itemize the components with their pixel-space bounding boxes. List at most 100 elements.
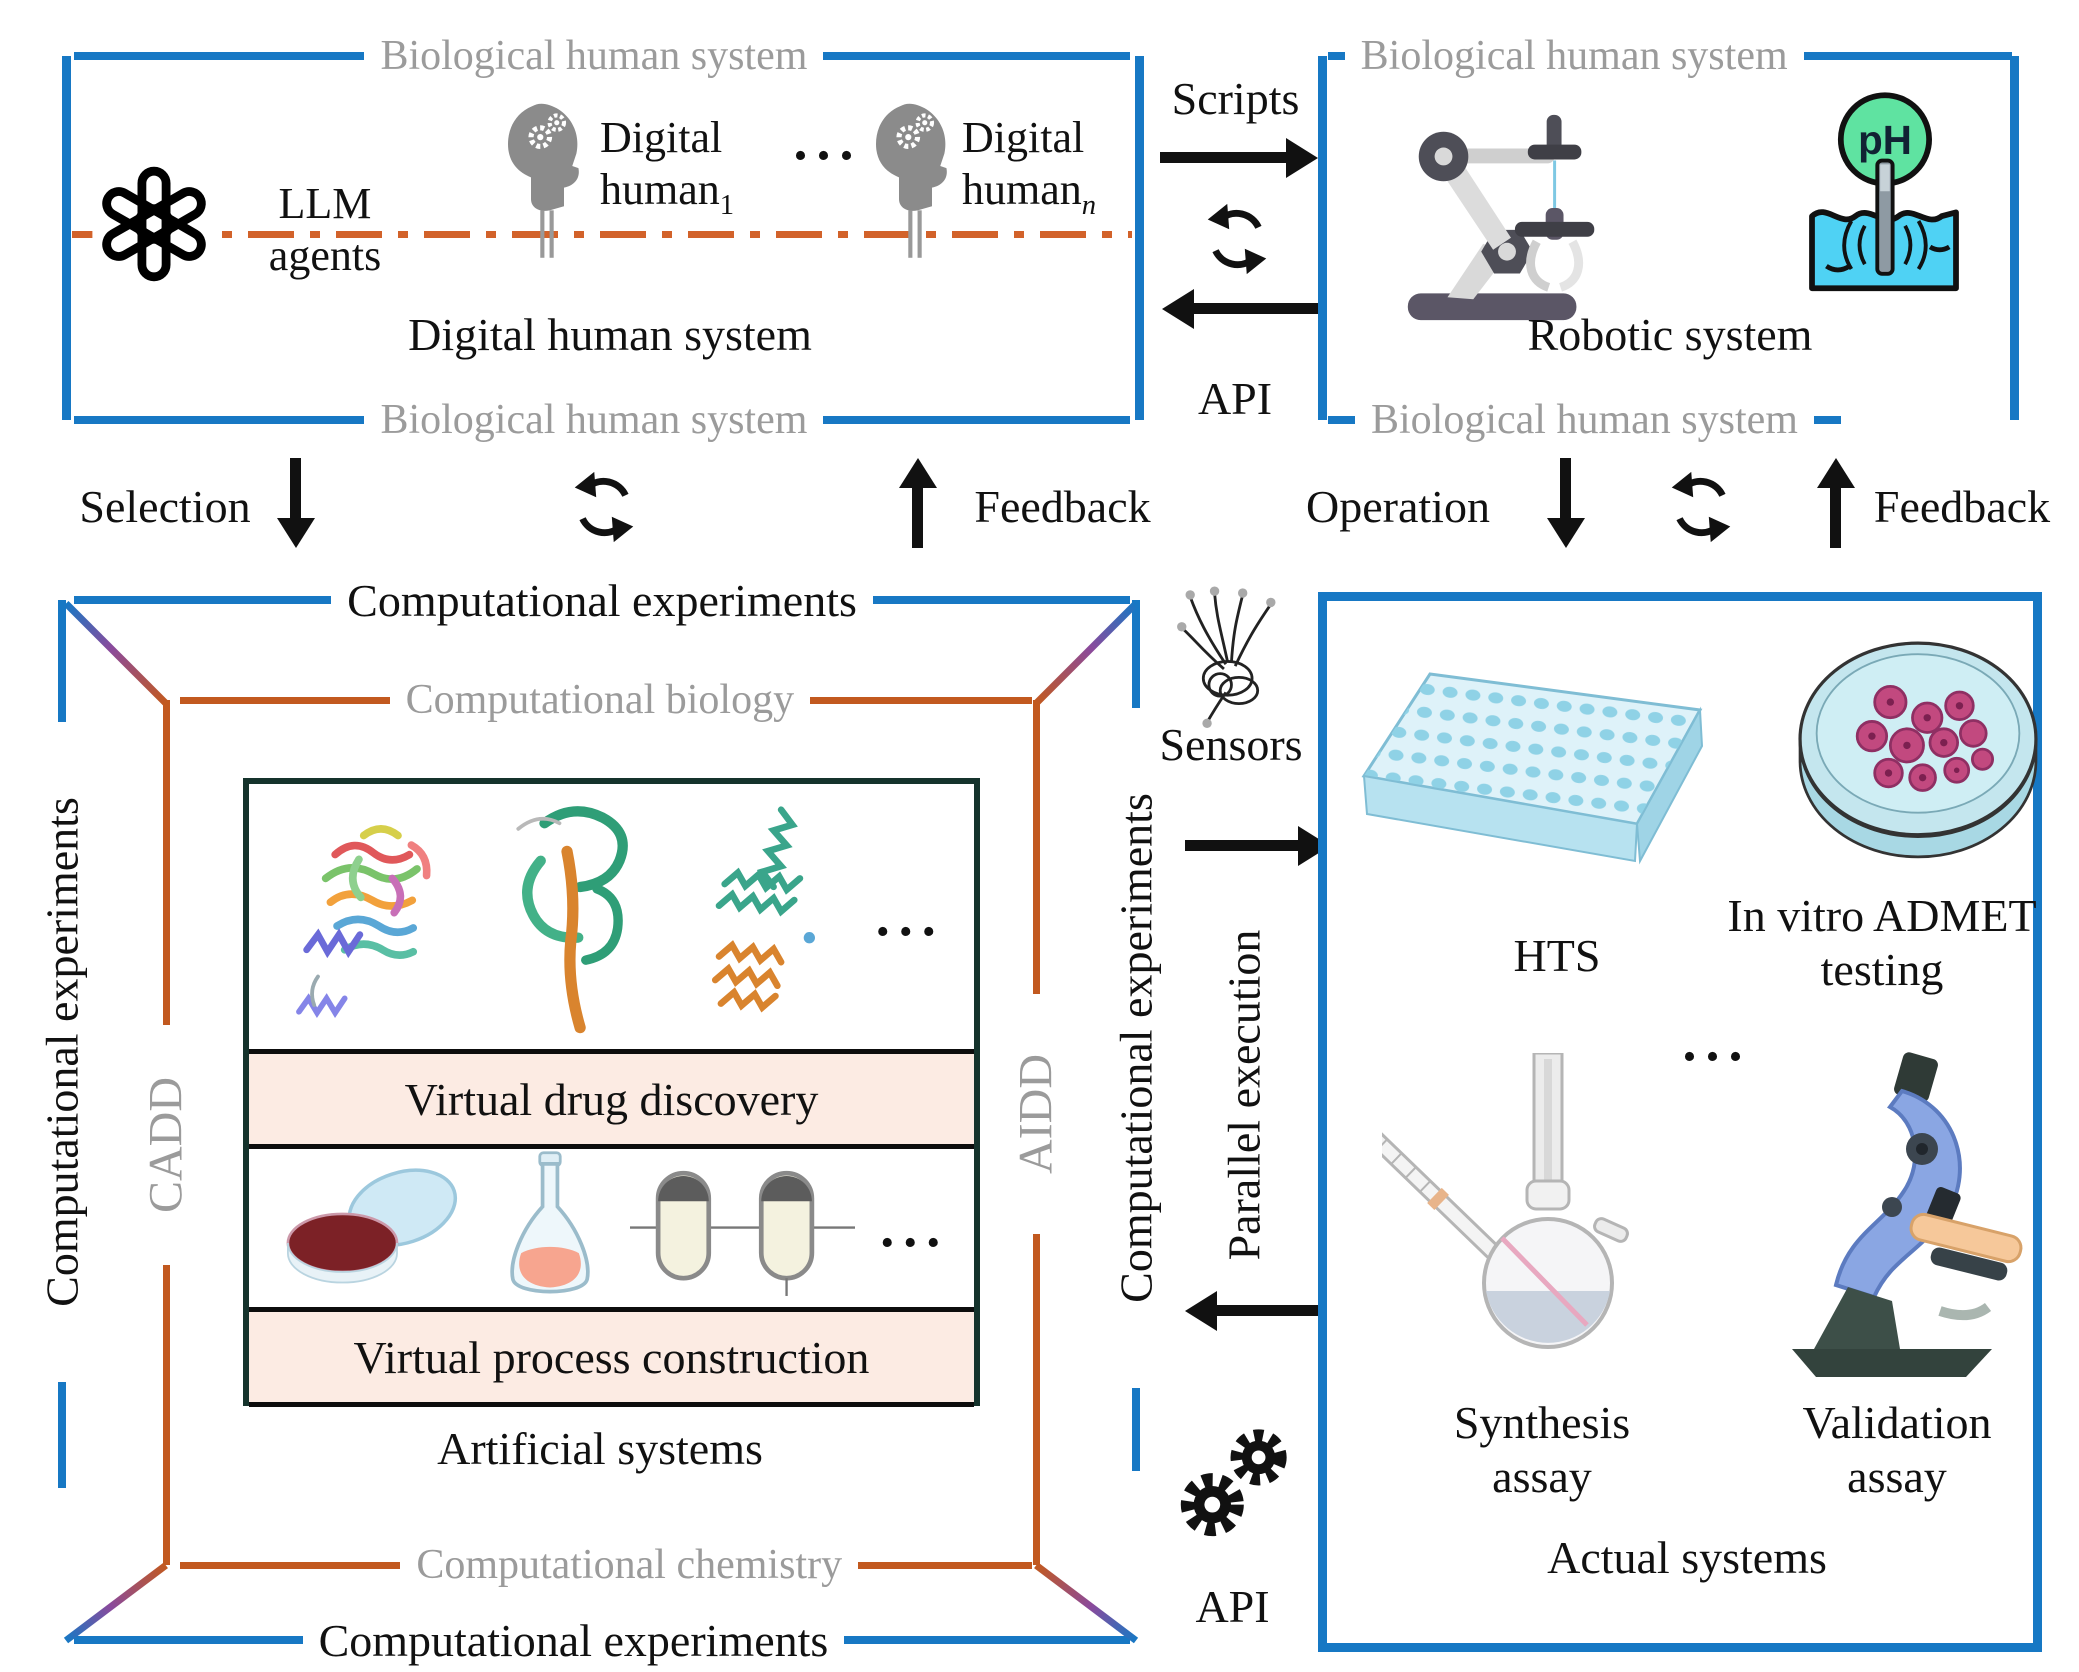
border-segment [58,1381,66,1488]
digital-human-icon [500,100,595,265]
arrow-down-icon [290,458,301,520]
border-segment [1328,52,1345,60]
actual-systems-caption: Actual systems [1547,1532,1827,1583]
border-segment [1813,416,1841,424]
arrow-left-icon [1215,1305,1330,1316]
protein-structure-icon [516,805,629,1033]
border-segment [74,596,332,604]
llm-agents-label: LLM agents [268,179,382,280]
border-segment [810,696,1032,704]
computational-biology-label: Computational biology [405,677,795,723]
border-segment [844,1636,1130,1644]
digital-human-icon [868,100,963,265]
digital-box-left-border [62,56,71,420]
biological-human-system-title: Biological human system [1371,397,1798,443]
cycle-icon [1662,468,1740,546]
svg-text:pH: pH [1858,117,1912,163]
computational-experiments-top: Computational experiments [347,574,857,626]
selection-label: Selection [79,481,251,532]
border-segment [823,52,1130,60]
operation-label: Operation [1306,481,1490,532]
robotic-box-left-border [1318,56,1327,420]
biological-human-system-title: Biological human system [380,33,808,79]
virtual-drug-discovery-images: ... [249,784,974,1049]
feedback-label: Feedback [1873,481,2051,532]
border-segment [872,596,1131,604]
border-segment [162,700,170,1025]
sensors-icon [1177,586,1276,728]
feedback-label: Feedback [974,481,1151,532]
api-label: API [1195,1581,1270,1632]
ellipsis: ... [875,885,945,948]
robot-arm-icon [1407,114,1595,321]
border-segment [1328,416,1355,424]
border-segment [1032,700,1040,994]
ph-meter-icon: pH [1809,92,1959,292]
border-segment [74,52,365,60]
openai-llm-icon [92,162,216,286]
ellipsis: ... [880,1197,950,1259]
flask-icon [509,1151,590,1294]
border-segment [1132,600,1140,708]
border-segment [74,416,365,424]
border-segment [858,1561,1032,1569]
border-segment [1032,1233,1040,1565]
border-segment [180,696,390,704]
hts-microplate-icon [1361,672,1704,865]
robotic-box-right-border [2010,56,2019,420]
petri-dish-icon [286,1168,457,1284]
border-segment [180,1561,401,1569]
protein-structure-icon [296,825,431,1019]
cycle-icon [1198,200,1276,278]
robotic-system-caption: Robotic system [1527,309,1813,360]
arrow-right-icon [1160,152,1288,163]
border-segment [1132,1388,1140,1471]
border-segment [162,1264,170,1565]
border-segment [1803,52,2012,60]
computational-experiments-bottom: Computational experiments [318,1614,829,1666]
arrow-up-icon [1830,486,1841,548]
virtual-process-construction-banner: Virtual process construction [249,1307,974,1407]
api-label: API [1197,373,1273,424]
computational-experiments-left: Computational experiments [36,796,88,1307]
aidd-label: AIDD [1009,1053,1063,1174]
digital-human-1-label: Digital human1 [600,113,735,221]
cadd-label: CADD [139,1076,193,1213]
protein-structure-icon [711,805,815,1012]
virtual-process-images: ... [249,1149,974,1307]
computational-chemistry-label: Computational chemistry [416,1542,843,1588]
bioreactor-icon [630,1170,856,1296]
computational-experiments-right: Computational experiments [1110,793,1162,1303]
border-segment [74,1636,303,1644]
synthesis-glassware-icon [1382,1053,1629,1349]
ellipsis: ... [1682,1011,1752,1073]
border-segment [823,416,1130,424]
microscope-icon [1792,1052,2023,1377]
virtual-drug-discovery-banner: Virtual drug discovery [249,1049,974,1149]
digital-box-right-border [1135,56,1144,420]
digital-human-n-label: Digital humann [962,113,1097,221]
artificial-systems-caption: Artificial systems [437,1423,763,1474]
scripts-label: Scripts [1171,73,1300,124]
hts-label: HTS [1513,930,1601,981]
parallel-execution-label: Parallel execution [1218,929,1270,1261]
artificial-systems-box: ... Virtual drug discovery [243,778,980,1407]
biological-human-system-title: Biological human system [380,397,808,443]
sensors-label: Sensors [1159,719,1303,770]
border-segment [58,600,66,722]
digital-human-system-caption: Digital human system [408,309,812,360]
admet-petri-dish-icon [1798,641,2038,859]
arrow-right-icon [1185,840,1300,851]
agent-link-line [72,231,1132,238]
arrow-down-icon [1560,458,1571,520]
biological-human-system-title: Biological human system [1360,33,1788,79]
arrow-left-icon [1192,303,1320,314]
gears-icon [1180,1429,1287,1537]
ellipsis: ... [793,110,863,172]
arrow-up-icon [912,486,923,548]
cycle-icon [565,468,643,546]
